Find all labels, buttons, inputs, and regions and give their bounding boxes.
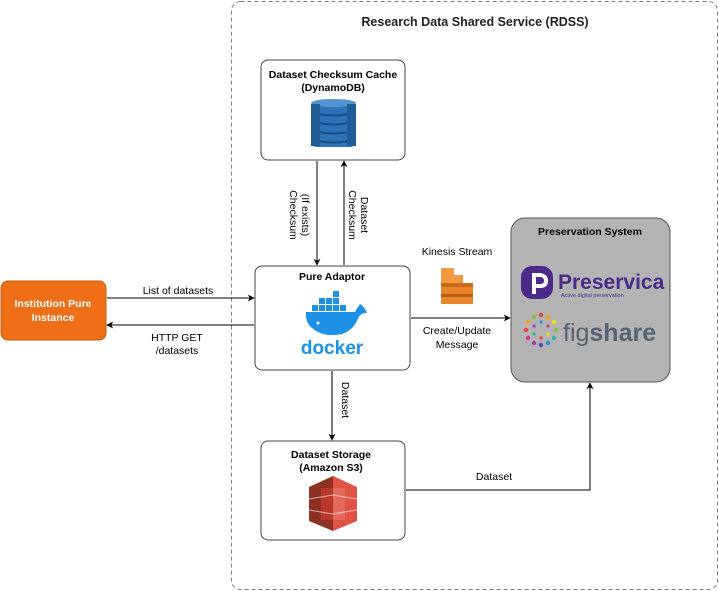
preservica-tagline: Active digital preservation — [561, 293, 624, 299]
pure-adaptor-title: Pure Adaptor — [299, 271, 365, 283]
dataset-storage-node: Dataset Storage (Amazon S3) — [260, 440, 406, 541]
edge-label-dataset-to-storage: Dataset — [339, 382, 351, 418]
checksum-cache-title-line1: Dataset Checksum Cache — [269, 69, 398, 81]
figshare-wordmark-part2: share — [589, 319, 656, 347]
kinesis-icon — [441, 268, 473, 304]
preservation-system-title: Preservation System — [538, 226, 642, 238]
figshare-logo: figshare — [523, 312, 656, 348]
dataset-storage-title-line2: (Amazon S3) — [299, 462, 363, 474]
rdss-title: Research Data Shared Service (RDSS) — [361, 15, 588, 29]
figshare-wordmark-part1: fig — [563, 319, 589, 347]
edge-label-http-get-line2: /datasets — [156, 345, 199, 357]
edge-label-checksum-line2: (If exists) — [299, 194, 311, 237]
pure-adaptor-node: Pure Adaptor docker — [254, 265, 411, 371]
edge-label-create-update-line2: Message — [436, 339, 479, 351]
dataset-storage-title-line1: Dataset Storage — [291, 449, 371, 461]
svg-text:figshare: figshare — [563, 319, 656, 347]
preservation-system-node: Preservation System Preservica Active di… — [510, 217, 671, 383]
docker-icon — [305, 291, 367, 336]
institution-label-line2: Instance — [32, 312, 75, 324]
edge-label-dataset-checksum-line2: Checksum — [346, 190, 358, 240]
edge-label-create-update-line1: Create/Update — [423, 325, 491, 337]
kinesis-stream: Kinesis Stream — [422, 246, 493, 304]
edge-label-http-get-line1: HTTP GET — [151, 332, 203, 344]
institution-label-line1: Institution Pure — [15, 298, 92, 310]
edge-dataset-to-preservation — [406, 382, 594, 491]
edge-label-list-of-datasets: List of datasets — [143, 285, 214, 297]
edge-label-dataset-checksum-line1: Dataset — [358, 197, 370, 233]
figshare-icon — [523, 312, 559, 348]
preservica-wordmark: Preservica — [558, 271, 665, 294]
edge-label-checksum-line1: Checksum — [287, 190, 299, 240]
docker-wordmark: docker — [301, 338, 364, 359]
institution-node: Institution Pure Instance — [0, 280, 107, 341]
edge-label-dataset-to-preservation: Dataset — [476, 471, 512, 483]
checksum-cache-node: Dataset Checksum Cache (DynamoDB) — [260, 59, 406, 161]
dynamodb-icon — [310, 99, 357, 147]
kinesis-stream-label: Kinesis Stream — [422, 246, 493, 258]
rdss-container — [231, 1, 718, 590]
s3-icon — [308, 476, 358, 531]
preservica-logo: Preservica Active digital preservation — [521, 266, 665, 299]
checksum-cache-title-line2: (DynamoDB) — [301, 82, 365, 94]
